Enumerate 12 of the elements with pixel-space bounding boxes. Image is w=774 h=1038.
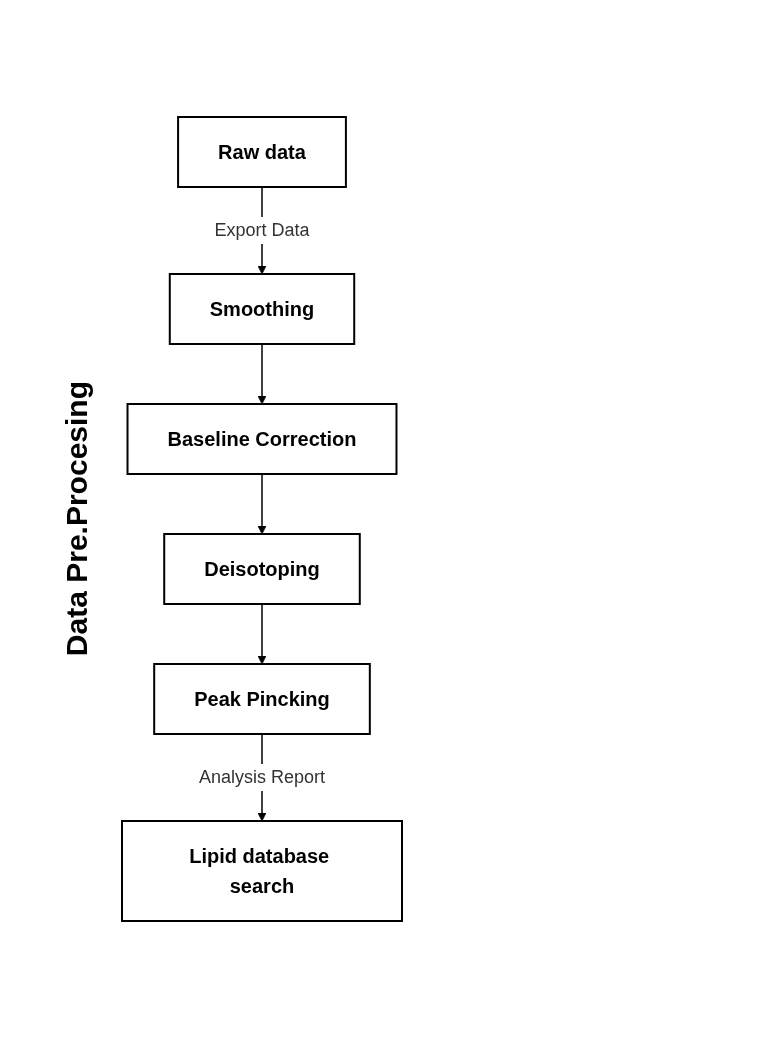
arrow [257,473,267,535]
group-label: Data Pre.Procesing [60,381,94,657]
node-box: Deisotoping [163,533,361,605]
arrow [257,343,267,405]
node-box: Lipid database search [121,820,403,922]
node-box: Baseline Correction [126,403,398,475]
edge-label: Analysis Report [198,767,326,787]
node-box: Raw data [177,116,347,188]
node-box: Peak Pincking [153,663,371,735]
arrow [257,603,267,665]
node-box: Smoothing [168,273,356,345]
edge-label: Export Data [214,220,310,240]
